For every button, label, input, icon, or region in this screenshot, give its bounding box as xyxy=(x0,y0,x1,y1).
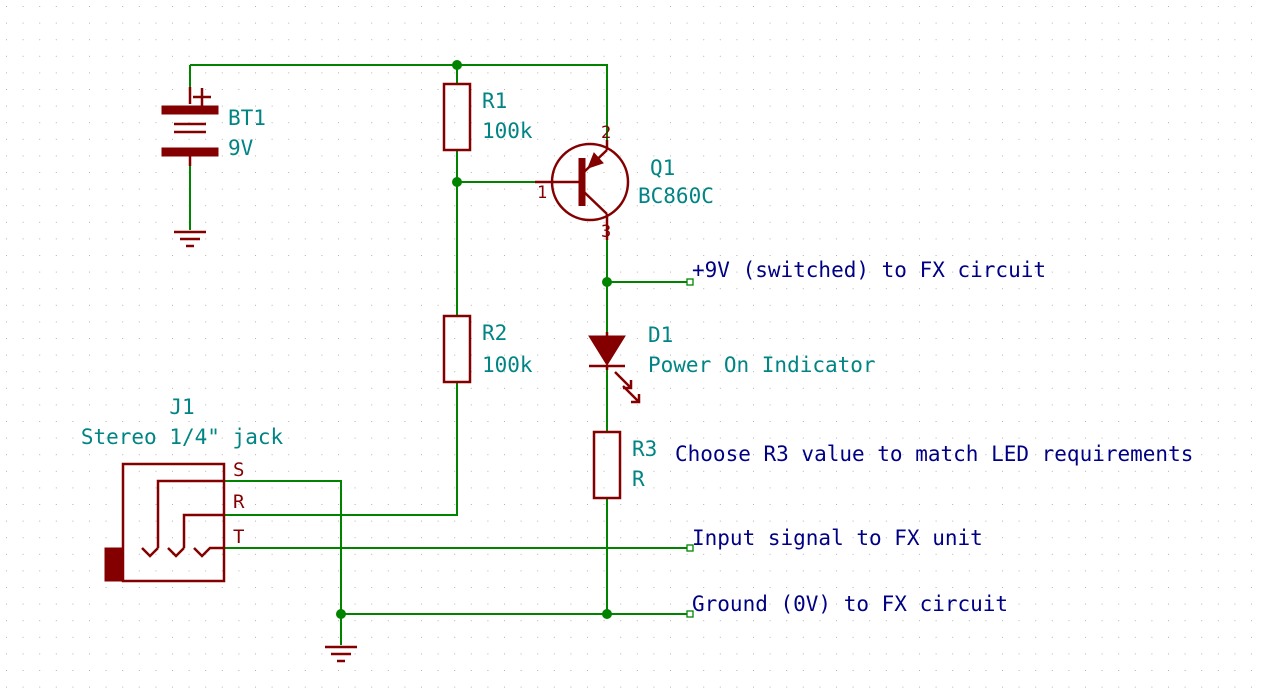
wire-top-rail xyxy=(190,64,608,140)
battery-symbol xyxy=(161,87,219,166)
r3-resistor xyxy=(592,430,622,500)
ground-icon xyxy=(174,230,206,248)
label-terminal xyxy=(686,610,694,618)
input-signal-label: Input signal to FX unit xyxy=(692,526,983,550)
wire-sleeve xyxy=(225,480,342,614)
j1-pin-ring: R xyxy=(233,491,245,513)
ground-label: Ground (0V) to FX circuit xyxy=(692,592,1008,616)
r1-resistor xyxy=(442,82,472,152)
r1-value: 100k xyxy=(482,119,533,143)
r1-reference: R1 xyxy=(482,89,507,113)
switched-power-label: +9V (switched) to FX circuit xyxy=(692,258,1046,282)
j1-pin-sleeve: S xyxy=(233,459,244,481)
r2-resistor xyxy=(442,314,472,384)
q1-pin-collector: 3 xyxy=(601,222,611,242)
bt1-value: 9V xyxy=(228,136,254,160)
j1-pin-tip: T xyxy=(233,526,244,548)
junction-dot xyxy=(602,277,612,287)
jack-symbol xyxy=(104,462,226,583)
junction-dot xyxy=(452,60,462,70)
q1-value: BC860C xyxy=(638,184,714,208)
junction-dot xyxy=(602,609,612,619)
q1-pin-emitter: 2 xyxy=(601,123,611,143)
q1-pin-base: 1 xyxy=(537,183,547,203)
j1-value: Stereo 1/4" jack xyxy=(81,425,284,449)
led-symbol xyxy=(588,332,641,404)
label-terminal xyxy=(686,544,694,552)
ground-icon xyxy=(325,645,357,663)
junction-dot xyxy=(336,609,346,619)
label-terminals xyxy=(686,278,694,618)
r3-note-label: Choose R3 value to match LED requirement… xyxy=(675,442,1193,466)
grid-dots xyxy=(6,6,1252,688)
label-terminal xyxy=(686,278,694,286)
q1-reference: Q1 xyxy=(650,156,675,180)
r3-value: R xyxy=(632,467,645,491)
wire-r2-ring xyxy=(225,382,458,516)
r2-reference: R2 xyxy=(482,321,507,345)
d1-value: Power On Indicator xyxy=(648,353,876,377)
d1-reference: D1 xyxy=(648,323,673,347)
j1-reference: J1 xyxy=(169,395,194,419)
junction-dot xyxy=(452,177,462,187)
wires xyxy=(189,64,690,645)
junctions xyxy=(336,60,612,619)
r2-value: 100k xyxy=(482,353,533,377)
q1-transistor xyxy=(535,140,630,240)
r3-reference: R3 xyxy=(632,437,657,461)
bt1-reference: BT1 xyxy=(228,106,266,130)
